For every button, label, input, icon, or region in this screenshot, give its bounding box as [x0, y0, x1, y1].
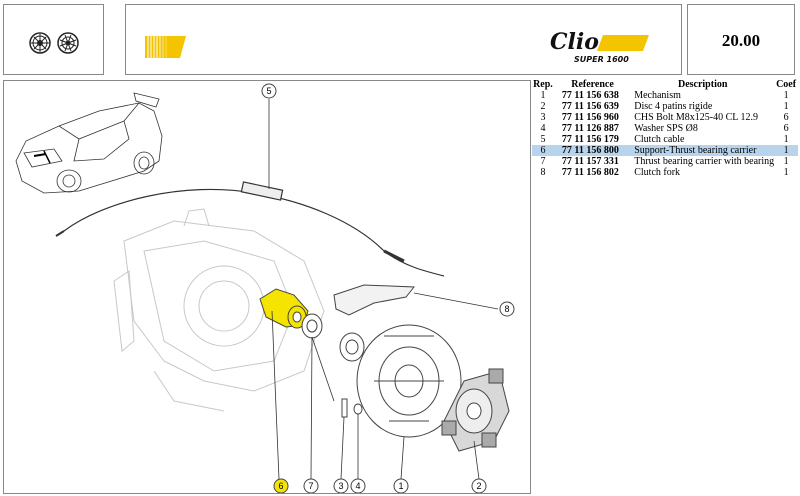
cell-reference: 77 11 156 960	[561, 112, 619, 123]
yellow-stripes-logo	[145, 36, 186, 58]
callout-5: 5	[261, 83, 277, 99]
cell-description: Mechanism	[634, 90, 681, 101]
parts-table-header: Rep. Reference Description Coef	[532, 79, 798, 90]
cell-description: Thrust bearing carrier with bearing	[634, 156, 775, 167]
exploded-diagram: 5 8 6 7 3 4 1 2	[3, 80, 531, 494]
cell-reference: 77 11 156 639	[561, 101, 619, 112]
table-row[interactable]: 2 77 11 156 639 Disc 4 patins rigide 1	[532, 101, 798, 112]
cell-reference: 77 11 156 802	[561, 167, 619, 178]
header-description: Description	[677, 79, 728, 90]
cell-description: CHS Bolt M8x125-40 CL 12.9	[634, 112, 759, 123]
washer-part	[353, 403, 363, 415]
callout-2: 2	[471, 478, 487, 493]
cell-reference: 77 11 156 179	[561, 134, 619, 145]
parts-table: Rep. Reference Description Coef 1 77 11 …	[532, 79, 798, 178]
header-reference: Reference	[571, 79, 614, 90]
section-number: 20.00	[721, 31, 761, 50]
svg-text:5: 5	[267, 86, 272, 96]
thrust-bearing-part	[301, 313, 323, 339]
header-rep: Rep.	[533, 79, 553, 90]
clio-logo: Clio SUPER 1600	[550, 29, 649, 64]
car-illustration	[15, 92, 163, 194]
cell-coef: 1	[783, 134, 789, 145]
cell-rep: 6	[532, 145, 554, 156]
section-number-box: 20.00	[687, 4, 795, 75]
cell-reference: 77 11 156 800	[553, 145, 632, 156]
clio-logo-text: Clio	[550, 29, 599, 55]
cell-reference: 77 11 126 887	[561, 123, 619, 134]
header-icons-box	[3, 4, 104, 75]
cell-coef: 1	[783, 156, 789, 167]
clutch-disc-icons	[29, 32, 79, 54]
svg-text:2: 2	[477, 481, 482, 491]
bolt-part	[341, 398, 348, 418]
leader-lines	[268, 99, 499, 480]
table-row[interactable]: 1 77 11 156 638 Mechanism 1	[532, 90, 798, 101]
cell-coef: 6	[783, 123, 789, 134]
header-graphics: Clio SUPER 1600	[145, 29, 649, 64]
svg-text:3: 3	[339, 481, 344, 491]
pressure-plate-part	[356, 324, 462, 438]
cell-coef: 1	[783, 90, 789, 101]
svg-text:8: 8	[505, 304, 510, 314]
cell-description: Support-Thrust bearing carrier	[631, 145, 775, 156]
cell-coef: 6	[783, 112, 789, 123]
callout-4: 4	[350, 478, 366, 493]
cell-rep: 5	[540, 134, 546, 145]
clutch-disc-part	[441, 368, 510, 452]
cell-description: Clutch fork	[634, 167, 681, 178]
thrust-bearing-support-part	[259, 288, 309, 329]
pressure-plate-icon	[57, 32, 79, 54]
cell-reference: 77 11 157 331	[561, 156, 619, 167]
header-coef: Coef	[776, 79, 797, 90]
svg-text:1: 1	[399, 481, 404, 491]
gearbox-housing	[113, 208, 325, 412]
table-row[interactable]: 8 77 11 156 802 Clutch fork 1	[532, 167, 798, 178]
cell-description: Clutch cable	[634, 134, 685, 145]
header-title-box: Clio SUPER 1600	[125, 4, 682, 75]
callout-8: 8	[499, 301, 515, 317]
cell-coef: 1	[783, 167, 789, 178]
diagram-canvas: 5 8 6 7 3 4 1 2	[15, 83, 515, 493]
cell-coef: 1	[783, 101, 789, 112]
svg-text:6: 6	[279, 481, 284, 491]
table-row[interactable]: 4 77 11 126 887 Washer SPS Ø8 6	[532, 123, 798, 134]
callout-6: 6	[273, 478, 289, 493]
cell-rep: 1	[540, 90, 546, 101]
svg-text:4: 4	[356, 481, 361, 491]
callout-1: 1	[393, 478, 409, 493]
cell-rep: 2	[540, 101, 546, 112]
cell-rep: 7	[540, 156, 546, 167]
super-1600-text: SUPER 1600	[574, 55, 629, 64]
callout-3: 3	[333, 478, 349, 493]
cell-reference: 77 11 156 638	[561, 90, 619, 101]
table-row[interactable]: 7 77 11 157 331 Thrust bearing carrier w…	[532, 156, 798, 167]
cell-coef: 1	[774, 145, 798, 156]
callout-7: 7	[303, 478, 319, 493]
table-row[interactable]: 5 77 11 156 179 Clutch cable 1	[532, 134, 798, 145]
clutch-cable	[55, 181, 445, 277]
table-row-selected[interactable]: 6 77 11 156 800 Support-Thrust bearing c…	[532, 145, 798, 156]
cell-description: Disc 4 patins rigide	[634, 101, 713, 112]
clutch-fork-part	[333, 284, 416, 316]
cell-rep: 8	[540, 167, 546, 178]
seal-ring-part	[339, 332, 365, 362]
svg-text:7: 7	[309, 481, 314, 491]
clutch-disc-icon	[29, 32, 51, 54]
table-row[interactable]: 3 77 11 156 960 CHS Bolt M8x125-40 CL 12…	[532, 112, 798, 123]
cell-description: Washer SPS Ø8	[634, 123, 698, 134]
cell-rep: 3	[540, 112, 546, 123]
cell-rep: 4	[540, 123, 546, 134]
